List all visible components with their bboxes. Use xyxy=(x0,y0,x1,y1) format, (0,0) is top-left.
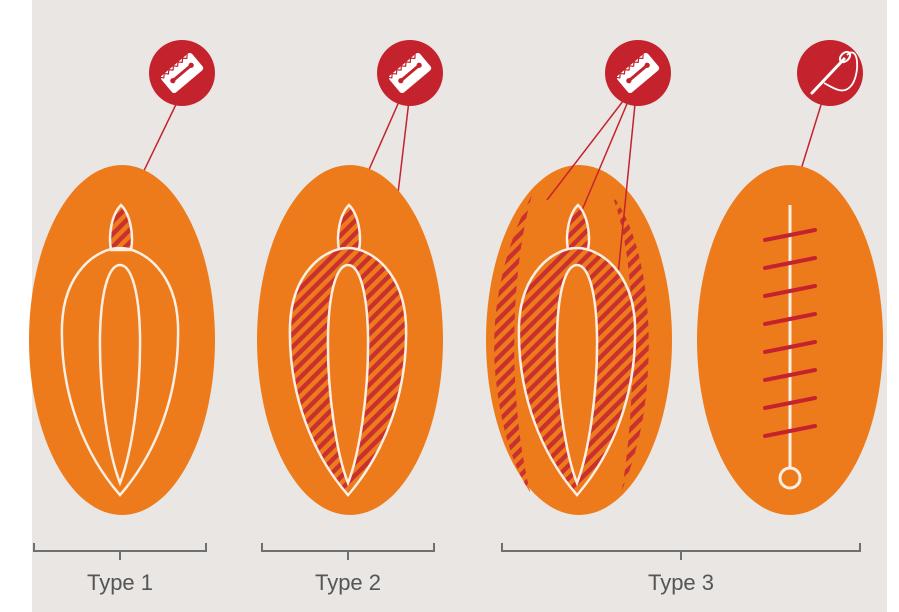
badge xyxy=(797,40,863,106)
badge xyxy=(149,40,215,106)
badge xyxy=(605,40,671,106)
label-type-1: Type 1 xyxy=(87,570,153,595)
label-type-3: Type 3 xyxy=(648,570,714,595)
badge xyxy=(377,40,443,106)
label-type-2: Type 2 xyxy=(315,570,381,595)
